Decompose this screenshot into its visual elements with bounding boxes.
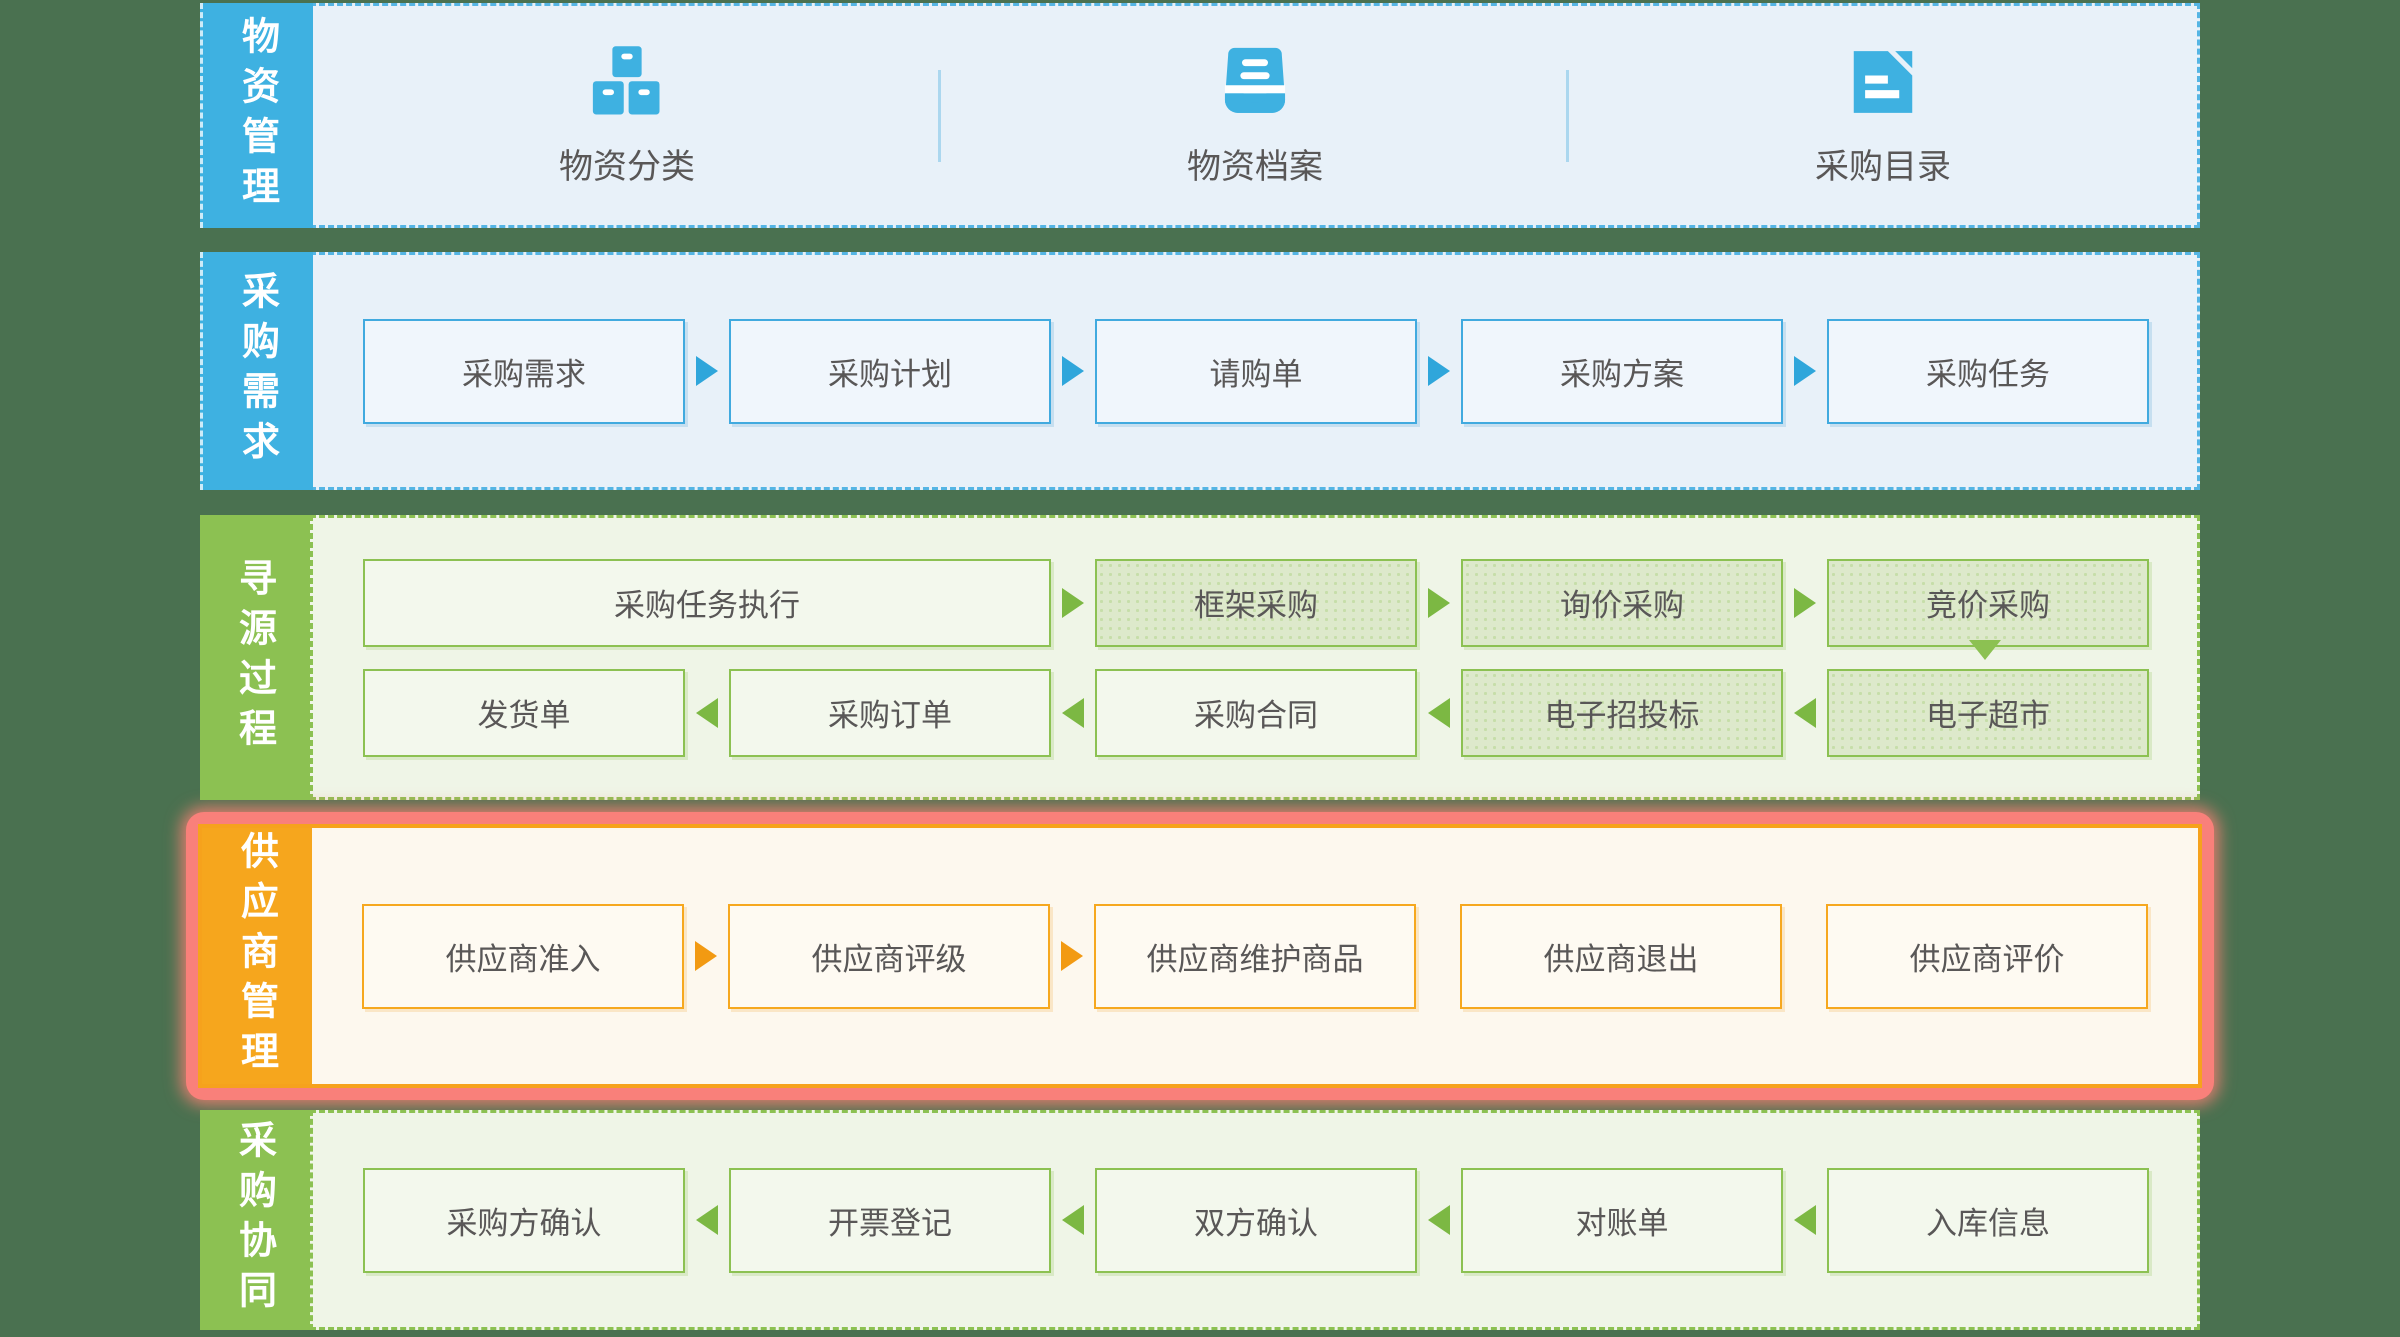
flow-box: 采购任务 — [1827, 318, 2149, 424]
document-icon — [1844, 43, 1922, 121]
arrow-left-icon — [685, 1205, 729, 1235]
band-demand-content: 采购需求 采购计划 请购单 采购方案 采购任务 — [310, 252, 2200, 490]
arrow-right-icon — [1783, 356, 1827, 386]
materials-item: 物资档案 — [941, 43, 1569, 188]
flow-box: 采购方案 — [1461, 318, 1783, 424]
flow-box: 竞价采购 — [1827, 558, 2149, 647]
arrow-right-icon — [685, 356, 729, 386]
arrow-right-icon — [684, 941, 728, 971]
band-sourcing-content: 采购任务执行 框架采购 询价采购 竞价采购 发货单 采购订单 采购合同 电子招投… — [310, 515, 2200, 800]
arrow-down-icon — [1969, 640, 2001, 660]
divider — [1566, 69, 1569, 162]
icon-caption: 采购目录 — [1815, 147, 1951, 187]
supplier-highlight-glow: 供应商管理 供应商准入 供应商评级 供应商维护商品 供应商退出 供应商评价 — [186, 812, 2214, 1100]
band-collaboration-label: 采购协同 — [200, 1110, 310, 1330]
materials-item: 采购目录 — [1569, 43, 2197, 188]
flow-box: 供应商准入 — [362, 903, 684, 1009]
arrow-right-icon — [1051, 587, 1095, 618]
band-supplier-content: 供应商准入 供应商评级 供应商维护商品 供应商退出 供应商评价 — [312, 828, 2198, 1084]
flow-box: 框架采购 — [1095, 558, 1417, 647]
sourcing-row-2: 发货单 采购订单 采购合同 电子招投标 电子超市 — [313, 668, 2197, 757]
flow-box: 供应商退出 — [1460, 903, 1782, 1009]
flow-box: 采购方确认 — [363, 1167, 685, 1273]
band-materials: 物资管理 — [200, 3, 2200, 228]
flow-box: 电子超市 — [1827, 668, 2149, 757]
flow-box: 请购单 — [1095, 318, 1417, 424]
arrow-right-icon — [1417, 587, 1461, 618]
flow-box: 入库信息 — [1827, 1167, 2149, 1273]
band-materials-label: 物资管理 — [200, 3, 313, 228]
archive-tray-icon — [1216, 43, 1294, 121]
arrow-right-icon — [1417, 356, 1461, 386]
divider — [938, 69, 941, 162]
band-demand-label: 采购需求 — [200, 252, 313, 490]
boxes-icon — [588, 43, 666, 121]
flow-box: 采购需求 — [363, 318, 685, 424]
icon-caption: 物资分类 — [559, 147, 695, 187]
band-sourcing-label: 寻源过程 — [200, 515, 310, 800]
flow-box: 采购订单 — [729, 668, 1051, 757]
arrow-right-icon — [1783, 587, 1827, 618]
flow-box: 询价采购 — [1461, 558, 1783, 647]
band-supplier-label: 供应商管理 — [202, 828, 312, 1084]
arrow-left-icon — [1051, 1205, 1095, 1235]
arrow-left-icon — [1051, 697, 1095, 728]
arrow-left-icon — [1417, 697, 1461, 728]
flow-box: 电子招投标 — [1461, 668, 1783, 757]
band-materials-content: 物资分类 物资档案 — [310, 3, 2200, 228]
flow-box: 发货单 — [363, 668, 685, 757]
flow-box: 供应商评级 — [728, 903, 1050, 1009]
arrow-right-icon — [1050, 941, 1094, 971]
band-supplier: 供应商管理 供应商准入 供应商评级 供应商维护商品 供应商退出 供应商评价 — [198, 824, 2202, 1088]
icon-caption: 物资档案 — [1187, 147, 1323, 187]
flow-box: 开票登记 — [729, 1167, 1051, 1273]
flow-box: 供应商评价 — [1826, 903, 2148, 1009]
flow-box: 对账单 — [1461, 1167, 1783, 1273]
arrow-left-icon — [685, 697, 729, 728]
band-demand: 采购需求 采购需求 采购计划 请购单 采购方案 采购任务 — [200, 252, 2200, 490]
arrow-left-icon — [1783, 1205, 1827, 1235]
arrow-left-icon — [1417, 1205, 1461, 1235]
band-collaboration-content: 采购方确认 开票登记 双方确认 对账单 入库信息 — [310, 1110, 2200, 1330]
flow-box: 双方确认 — [1095, 1167, 1417, 1273]
arrow-right-icon — [1051, 356, 1095, 386]
flow-box: 采购任务执行 — [363, 558, 1051, 647]
flow-box: 采购合同 — [1095, 668, 1417, 757]
flow-box: 采购计划 — [729, 318, 1051, 424]
band-sourcing: 寻源过程 采购任务执行 框架采购 询价采购 竞价采购 发货单 采购订单 采购合同… — [200, 515, 2200, 800]
flow-box: 供应商维护商品 — [1094, 903, 1416, 1009]
sourcing-row-1: 采购任务执行 框架采购 询价采购 竞价采购 — [313, 558, 2197, 647]
materials-item: 物资分类 — [313, 43, 941, 188]
arrow-left-icon — [1783, 697, 1827, 728]
band-collaboration: 采购协同 采购方确认 开票登记 双方确认 对账单 入库信息 — [200, 1110, 2200, 1330]
